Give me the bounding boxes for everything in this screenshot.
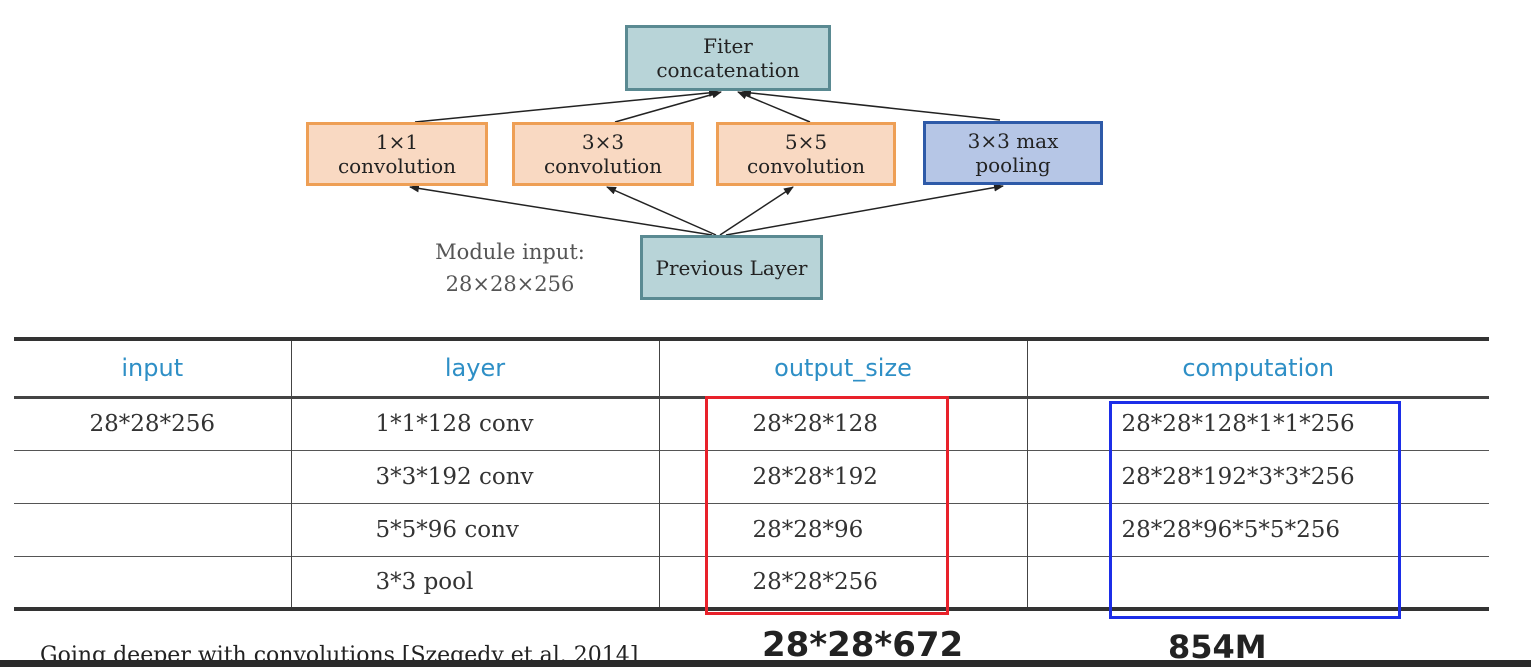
computation-highlight [1109,401,1401,619]
cell-input [14,450,291,503]
cell-input [14,503,291,556]
arrow-conv1-to-concat [414,88,719,123]
cell-input [14,556,291,609]
module-input-title: Module input: [435,240,585,264]
previous-layer-label: Previous Layer [655,255,808,280]
table-row: 5*5*96 conv 28*28*96 28*28*96*5*5*256 [14,503,1489,556]
inception-module-diagram [409,88,1004,236]
pool-line-1: 3×3 max [967,129,1059,153]
cell-computation: 28*28*192*3*3*256 [1026,450,1489,503]
bottom-bar [0,660,1531,667]
table-row: 3*3*192 conv 28*28*192 28*28*192*3*3*256 [14,450,1489,503]
cell-input: 28*28*256 [89,411,215,437]
cell-computation: 28*28*96*5*5*256 [1026,503,1489,556]
cell-layer: 1*1*128 conv [290,397,659,450]
header-layer: layer [290,339,659,397]
conv3-line-2: convolution [543,154,663,178]
table-row: 3*3 pool 28*28*256 [14,556,1489,609]
arrow-prev-to-conv1 [409,184,713,236]
arrow-pool-to-concat [741,88,1001,121]
conv-1x1-box: 1×1 convolution [306,122,488,186]
total-computation: 854M [1168,628,1267,666]
computation-table: input layer output_size computation 28*2… [14,337,1489,611]
arrow-prev-to-conv5 [719,186,794,236]
module-input-size: 28×28×256 [445,272,575,296]
arrow-conv3-to-concat [614,90,722,123]
conv-3x3-box: 3×3 convolution [512,122,694,186]
arrow-conv5-to-concat [737,91,811,123]
filter-concat-line-2: concatenation [656,58,800,82]
header-output-size: output_size [658,339,1027,397]
total-output-size: 28*28*672 [762,625,964,665]
output-size-highlight [705,396,949,615]
cell-output-size: 28*28*128 [658,397,1027,450]
cell-computation [1026,556,1489,609]
conv-5x5-box: 5×5 convolution [716,122,896,186]
table-row: 28*28*256 1*1*128 conv 28*28*128 28*28*1… [14,397,1489,450]
conv3-line-1: 3×3 [581,130,625,154]
cell-layer: 3*3*192 conv [290,450,659,503]
cell-layer: 3*3 pool [290,556,659,609]
conv5-line-1: 5×5 [784,130,828,154]
cell-layer: 5*5*96 conv [290,503,659,556]
max-pooling-box: 3×3 max pooling [923,121,1103,185]
header-input: input [121,354,184,383]
table-header-row: input layer output_size computation [14,339,1489,397]
arrow-prev-to-conv3 [606,186,717,236]
filter-concatenation-box: Fiter concatenation [625,25,831,91]
previous-layer-box: Previous Layer [640,235,823,300]
cell-computation: 28*28*128*1*1*256 [1026,397,1489,450]
arrow-prev-to-pool [725,183,1004,236]
module-input-label: Module input: 28×28×256 [405,236,615,300]
cell-output-size: 28*28*192 [658,450,1027,503]
header-computation: computation [1026,339,1489,397]
filter-concat-line-1: Fiter [703,34,753,58]
cell-output-size: 28*28*96 [658,503,1027,556]
conv1-line-1: 1×1 [375,130,419,154]
pool-line-2: pooling [975,153,1051,177]
conv5-line-2: convolution [746,154,866,178]
cell-output-size: 28*28*256 [658,556,1027,609]
conv1-line-2: convolution [337,154,457,178]
